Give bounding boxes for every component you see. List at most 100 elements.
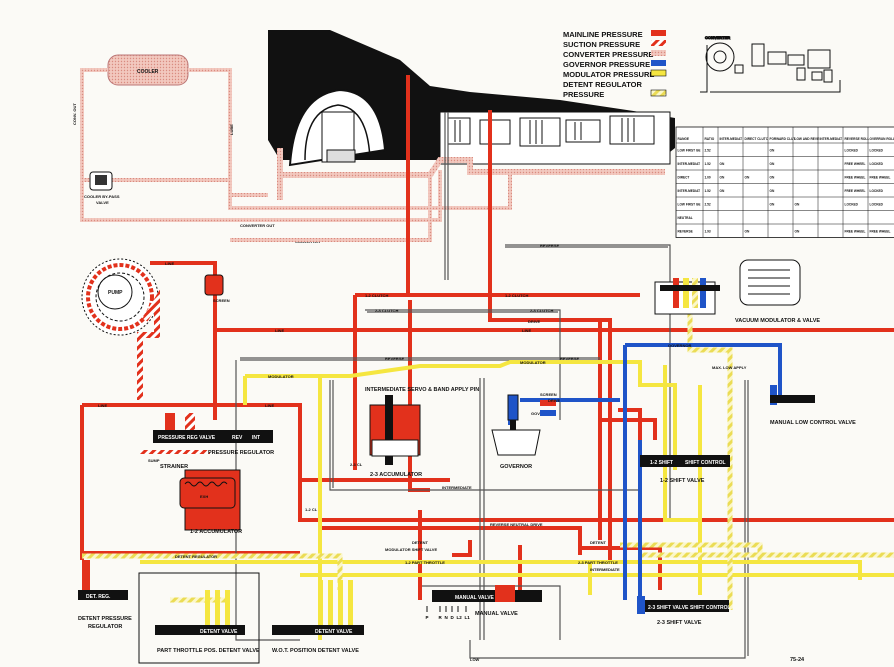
legend-governor-swatch bbox=[651, 60, 666, 66]
line-label-1: LINE bbox=[165, 261, 174, 266]
figure-number: 75-24 bbox=[790, 657, 805, 663]
governor-passage-label: GOVERNOR bbox=[668, 343, 691, 348]
two-three-clutch-label-1: 2-3 CLUTCH bbox=[375, 308, 398, 313]
cooler-bypass-label-2: VALVE bbox=[96, 200, 109, 205]
range-table-cell: LOCKED bbox=[870, 148, 884, 152]
legend-detent-label-1: DETENT REGULATOR bbox=[563, 80, 642, 89]
clutch-layout-diagram: CONVERTER bbox=[700, 35, 841, 93]
manual-position-label: R bbox=[439, 615, 443, 620]
one-two-clutch-label-2: 1-2 CLUTCH bbox=[505, 293, 528, 298]
one-two-accumulator: 1-2 ACCUMULATOR bbox=[179, 469, 242, 535]
boost-int-label: INT bbox=[252, 435, 260, 441]
one-two-accumulator-label: 1-2 ACCUMULATOR bbox=[190, 529, 242, 535]
range-table-cell: REVERSE bbox=[678, 229, 693, 233]
two-three-shift-inner-label: 2-3 SHIFT VALVE bbox=[648, 605, 689, 611]
screen-label: SCREEN bbox=[213, 298, 230, 303]
pressure-reg-valve-label: PRESSURE REG VALVE bbox=[158, 435, 216, 441]
screen: SCREEN bbox=[204, 274, 230, 303]
manual-valve-label: MANUAL VALVE bbox=[475, 611, 518, 617]
strainer-label: STRAINER bbox=[160, 464, 188, 470]
range-table-cell: ON bbox=[770, 175, 775, 179]
cooler-circuit: COOLER COOLER BY-PASS VALVE CONV. OUT LU… bbox=[72, 54, 512, 244]
legend-detent-swatch bbox=[650, 89, 667, 97]
cooler-label: COOLER bbox=[137, 69, 159, 75]
range-table-header: INTER-MEDIAT bbox=[720, 137, 743, 141]
line-label-4: LINE bbox=[98, 403, 107, 408]
range-table-cell: INTER-MEDIAT bbox=[678, 189, 701, 193]
passage-labels: LINE LINE LINE LINE LINE 1-2 CLUTCH 1-2 … bbox=[98, 243, 747, 662]
detent-regulator-label: DETENT REGULATOR bbox=[175, 554, 217, 559]
range-table-cell: ON bbox=[770, 189, 775, 193]
range-table-cell: FREE WHEEL bbox=[845, 162, 866, 166]
governor-label: GOVERNOR bbox=[500, 464, 532, 470]
two-three-shift-control-label: SHIFT CONTROL bbox=[690, 605, 731, 611]
range-table-header: RATIO bbox=[705, 137, 715, 141]
modulator-label-2: MODULATOR bbox=[520, 360, 546, 365]
low-label: LOW bbox=[470, 657, 480, 662]
range-table-cell: FREE WHEEL bbox=[845, 189, 866, 193]
range-table-cell: ON bbox=[745, 229, 750, 233]
line-label-3: LINE bbox=[522, 328, 531, 333]
one-two-shift-valve: 1-2 SHIFT SHIFT CONTROL 1-2 SHIFT VALVE bbox=[640, 455, 730, 484]
converter-mini-label: CONVERTER bbox=[705, 35, 730, 40]
legend-mainline-swatch bbox=[651, 30, 666, 36]
range-table-header: RANGE bbox=[678, 137, 690, 141]
legend-mainline-label: MAINLINE PRESSURE bbox=[563, 30, 643, 39]
range-table-cell: ON bbox=[720, 175, 725, 179]
intermediate-label-2: INTERMEDIATE bbox=[590, 567, 620, 572]
governor-screen-label: SCREEN bbox=[540, 392, 557, 397]
legend-suction-swatch bbox=[651, 40, 666, 46]
vacuum-modulator-label: VACUUM MODULATOR & VALVE bbox=[735, 318, 820, 324]
drive-label-1: DRIVE bbox=[528, 319, 541, 324]
manual-position-label: L2 bbox=[457, 615, 463, 620]
legend-modulator-swatch bbox=[650, 69, 667, 77]
range-table-cell: 2.52 bbox=[705, 148, 711, 152]
detent-valve-inner-label-1: DETENT VALVE bbox=[200, 629, 238, 635]
range-table-cell: ON bbox=[720, 189, 725, 193]
shift-control-inner-label: SHIFT CONTROL bbox=[685, 460, 726, 466]
range-table-cell: ON bbox=[795, 229, 800, 233]
one-two-part-throttle-label: 1-2 PART THROTTLE bbox=[405, 560, 445, 565]
range-table-cell: 1.52 bbox=[705, 162, 711, 166]
two-three-cl-label: 2-3 CL bbox=[350, 462, 363, 467]
range-table-cell: ON bbox=[745, 175, 750, 179]
range-table-cell: ON bbox=[770, 162, 775, 166]
detent-pressure-regulator-label-1: DETENT PRESSURE bbox=[78, 616, 132, 622]
range-table-header: REVERSE ROLL bbox=[845, 137, 870, 141]
lube-label: LUBE bbox=[229, 124, 234, 135]
pressure-regulator: PRESSURE REG VALVE REV INT PRESSURE REGU… bbox=[140, 413, 274, 470]
sump-label: SUMP bbox=[148, 458, 160, 463]
pressure-legend: MAINLINE PRESSURE SUCTION PRESSURE CONVE… bbox=[563, 30, 667, 99]
range-table-cell: DIRECT bbox=[678, 175, 690, 179]
gov-label: GOV bbox=[531, 411, 540, 416]
range-table-header: LOW AND REVE bbox=[795, 137, 820, 141]
range-table-cell: ON bbox=[770, 148, 775, 152]
range-table-header: OVERRUN ROLL bbox=[870, 137, 894, 141]
one-two-cl-label: 1-2 CL bbox=[305, 507, 318, 512]
range-table-cell: ON bbox=[770, 202, 775, 206]
detent-reg-inner-label: DET. REG. bbox=[86, 594, 111, 600]
modulator-shift-valve-label: MODULATOR SHIFT VALVE bbox=[385, 547, 437, 552]
two-three-part-throttle-label: 2-3 PART THROTTLE bbox=[578, 560, 618, 565]
range-table-cell: LOCKED bbox=[845, 148, 859, 152]
pressure-regulator-label: PRESSURE REGULATOR bbox=[208, 450, 274, 456]
reverse-label-3: REVERSE bbox=[540, 243, 559, 248]
boost-rev-label: REV bbox=[232, 435, 243, 441]
one-two-shift-valve-label: 1-2 SHIFT VALVE bbox=[660, 478, 705, 484]
range-table-cell: ON bbox=[720, 162, 725, 166]
manual-position-label: L1 bbox=[465, 615, 471, 620]
one-two-shift-inner-label: 1-2 SHIFT bbox=[650, 460, 673, 466]
two-three-shift-valve: 2-3 SHIFT VALVE SHIFT CONTROL 2-3 SHIFT … bbox=[637, 596, 731, 626]
range-table-cell: 1.93 bbox=[705, 229, 711, 233]
part-throttle-detent-valve: DETENT VALVE PART THROTTLE POS. DETENT V… bbox=[138, 572, 260, 664]
reverse-label-2: REVERSE bbox=[560, 356, 579, 361]
range-table-cell: 2.52 bbox=[705, 202, 711, 206]
manual-low-control-label: MANUAL LOW CONTROL VALVE bbox=[770, 420, 856, 426]
manual-position-label: D bbox=[451, 615, 455, 620]
range-table-cell: FREE WHEEL bbox=[845, 175, 866, 179]
two-three-clutch-label-2: 2-3 CLUTCH bbox=[530, 308, 553, 313]
reverse-neutral-drive-label: REVERSE NEUTRAL DRIVE bbox=[490, 522, 543, 527]
